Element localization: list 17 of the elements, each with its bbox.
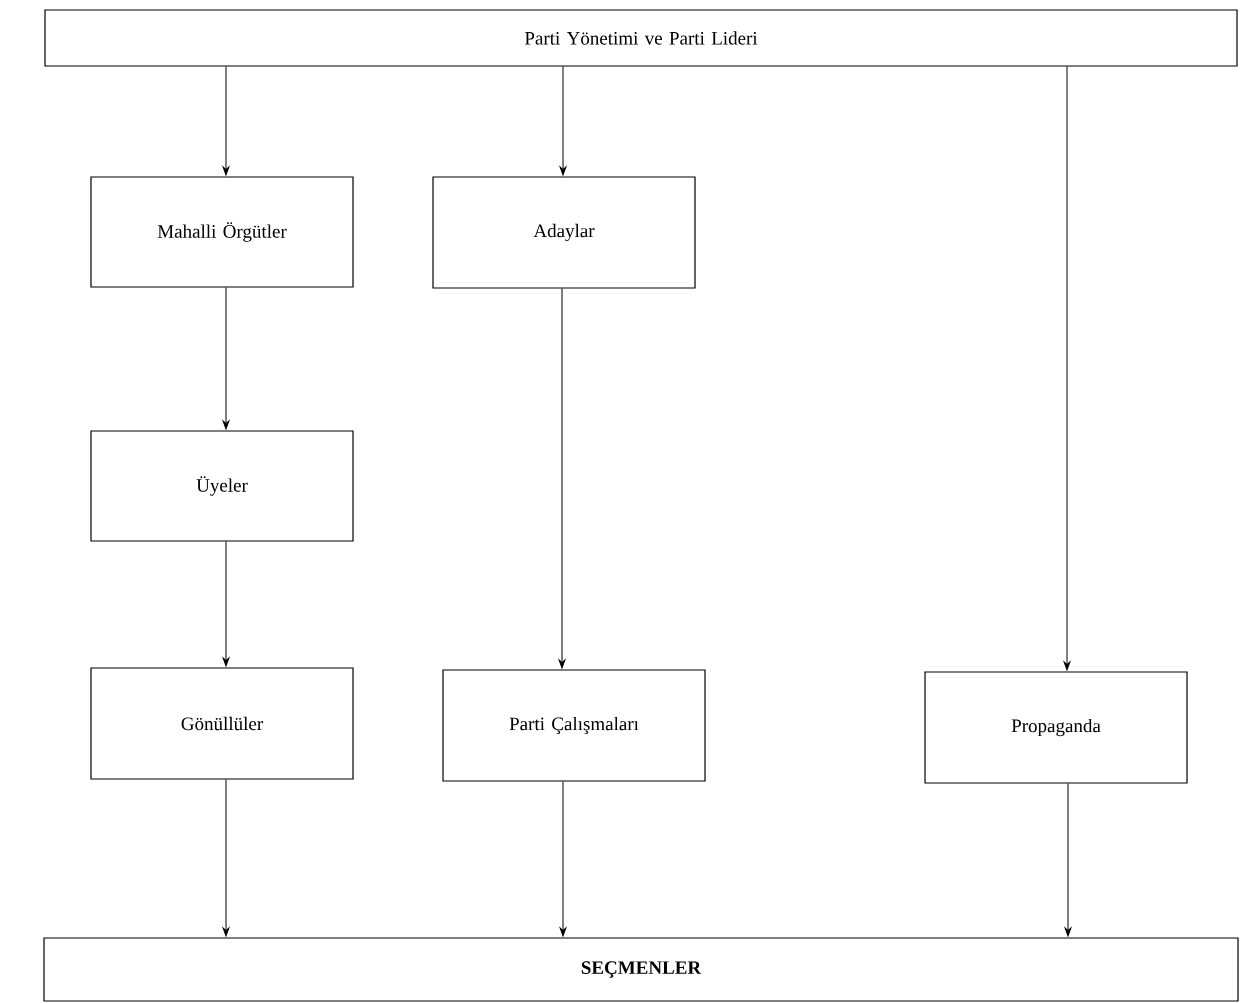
arrow: [559, 781, 567, 937]
box: Parti Çalışmaları: [442, 669, 706, 782]
arrow: [559, 66, 567, 176]
arrow: [1063, 66, 1071, 671]
arrow: [558, 288, 566, 669]
arrow: [222, 779, 230, 937]
box: Üyeler: [90, 430, 354, 542]
box: Gönüllüler: [90, 667, 354, 780]
box: SEÇMENLER: [43, 937, 1239, 1002]
arrow: [1064, 783, 1072, 937]
box: Mahalli Örgütler: [90, 176, 354, 288]
arrow: [222, 287, 230, 430]
arrow: [222, 541, 230, 667]
arrow: [222, 66, 230, 176]
box: Adaylar: [432, 176, 696, 289]
box: Parti Yönetimi ve Parti Lideri: [44, 9, 1238, 67]
box: Propaganda: [924, 671, 1188, 784]
